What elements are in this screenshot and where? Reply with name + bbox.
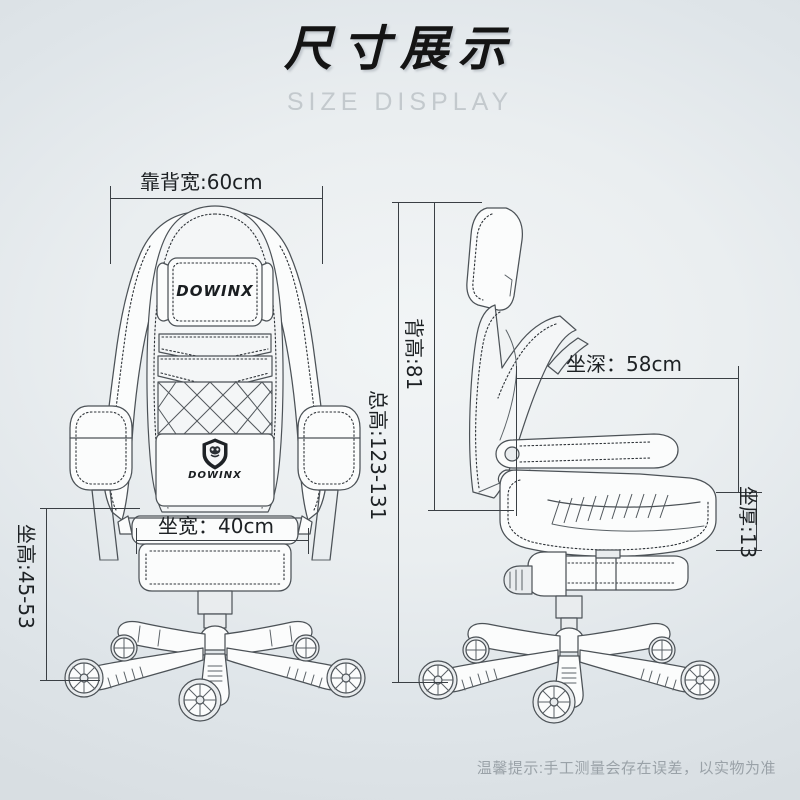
- dimension-tick-right: [322, 186, 323, 264]
- dimension-label-seat-height: 坐高:45-53: [14, 524, 38, 629]
- caster-wheel: [532, 680, 576, 724]
- caster-wheel: [326, 658, 366, 698]
- dimension-tick-left: [516, 366, 517, 516]
- dimension-line-backrest-width: [110, 198, 322, 199]
- seat-brand-shield-logo: [202, 438, 228, 470]
- front-view-chair: DOWINX DOWINX: [64, 205, 366, 722]
- dimension-tick-top: [716, 492, 762, 493]
- dimension-line-seat-width: [136, 540, 308, 541]
- measurement-disclaimer: 温馨提示:手工测量会存在误差，以实物为准: [476, 760, 776, 777]
- dimension-tick-bottom: [716, 550, 762, 551]
- dimension-line-seat-depth: [516, 378, 738, 379]
- page-subtitle: SIZE DISPLAY: [286, 88, 514, 116]
- dimension-tick-top: [40, 508, 140, 509]
- dimension-tick-top: [428, 202, 482, 203]
- caster-wheel: [64, 658, 104, 698]
- dimension-line-seat-thickness: [756, 492, 757, 550]
- dimension-label-seat-depth: 坐深：58cm: [566, 352, 682, 376]
- dimension-tick-left: [136, 528, 137, 554]
- dimension-label-total-height: 总高:123-131: [366, 390, 390, 521]
- caster-wheel: [292, 634, 320, 662]
- caster-wheel: [178, 678, 222, 722]
- dimension-label-backrest-width: 靠背宽:60cm: [140, 170, 263, 194]
- dimension-line-total-height: [398, 202, 399, 682]
- dimension-label-seat-width: 坐宽：40cm: [158, 514, 274, 538]
- caster-wheel: [680, 660, 720, 700]
- dimension-tick-bottom: [392, 682, 448, 683]
- dimension-tick-right: [308, 528, 309, 554]
- caster-wheel: [462, 636, 490, 664]
- dimension-tick-right: [738, 366, 739, 492]
- dimension-label-back-height: 背高:81: [402, 318, 426, 391]
- caster-wheel: [648, 636, 676, 664]
- page-title: 尺寸展示: [283, 21, 516, 77]
- pillow-brand-logo: DOWINX: [176, 282, 254, 300]
- seat-brand-text: DOWINX: [188, 470, 242, 481]
- dimension-line-seat-height: [46, 508, 47, 680]
- dimension-tick-left: [110, 186, 111, 264]
- caster-wheel: [110, 634, 138, 662]
- dimension-label-seat-thickness: 坐厚:13: [736, 486, 760, 559]
- side-view-chair: [418, 207, 720, 724]
- dimension-line-back-height: [434, 202, 435, 510]
- diamond-quilting: [157, 381, 273, 435]
- dimension-tick-bottom: [428, 510, 514, 511]
- dimension-tick-bottom: [40, 680, 100, 681]
- caster-wheel: [418, 660, 458, 700]
